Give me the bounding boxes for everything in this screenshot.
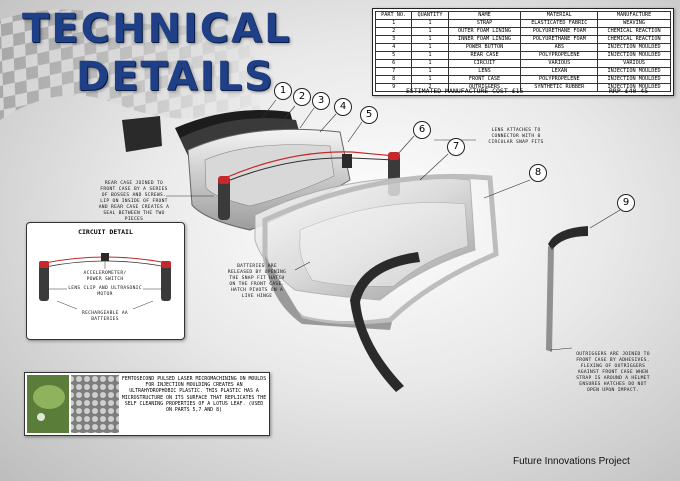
lotus-effect-panel: FEMTOSECOND PULSED LASER MICROMACHINING … bbox=[24, 372, 270, 436]
note-outriggers: OUTRIGGERS ARE JOINED TO FRONT CASE BY A… bbox=[576, 352, 650, 393]
checkered-flag-graphic bbox=[0, 9, 260, 120]
circuit-label-accelerometer: ACCELEROMETER/ POWER SWITCH bbox=[83, 271, 127, 282]
note-rear-case: REAR CASE JOINED TO FRONT CASE BY A SERI… bbox=[98, 181, 170, 222]
circuit-diagram bbox=[39, 253, 171, 310]
callout-6: 6 bbox=[413, 121, 431, 139]
callout-4: 4 bbox=[334, 98, 352, 116]
strap-part bbox=[122, 116, 162, 152]
callout-1: 1 bbox=[274, 82, 292, 100]
circuit-label-lens-clip: LENS CLIP AND ULTRASONIC MOTOR bbox=[68, 286, 142, 297]
callout-3: 3 bbox=[312, 92, 330, 110]
note-lens: LENS ATTACHES TO CONNECTOR WITH 8 CIRCUL… bbox=[488, 128, 544, 145]
outrigger-part bbox=[548, 226, 588, 250]
circuit-wire bbox=[224, 151, 396, 179]
title-line-1: TECHNICAL bbox=[22, 6, 292, 52]
callout-7: 7 bbox=[447, 138, 465, 156]
table-header-row: PART NO. QUANTITY NAME MATERIAL MANUFACT… bbox=[374, 11, 671, 20]
title-line-2: DETAILS bbox=[76, 54, 275, 100]
cell-manufacture: INJECTION MOULDED bbox=[597, 83, 671, 92]
lotus-microstructure-images bbox=[27, 375, 119, 433]
circuit-label-batteries: RECHARGEABLE AA BATTERIES bbox=[82, 311, 128, 322]
circuit-detail-panel: CIRCUIT DETAIL ACCELEROMETER/ POWER SWIT… bbox=[26, 222, 185, 340]
footer-project-name: Future Innovations Project bbox=[513, 456, 630, 467]
callout-2: 2 bbox=[293, 88, 311, 106]
parts-table: PART NO. QUANTITY NAME MATERIAL MANUFACT… bbox=[372, 8, 674, 96]
note-batteries: BATTERIES ARE RELEASED BY OPENING THE SN… bbox=[227, 264, 287, 299]
callout-5: 5 bbox=[360, 106, 378, 124]
lotus-description: FEMTOSECOND PULSED LASER MICROMACHINING … bbox=[121, 376, 267, 414]
power-button-part bbox=[342, 154, 352, 168]
callout-8: 8 bbox=[529, 164, 547, 182]
callout-9: 9 bbox=[617, 194, 635, 212]
outrigger-part bbox=[350, 252, 420, 392]
circuit-detail-title: CIRCUIT DETAIL bbox=[78, 228, 133, 236]
rrp-price: RRP £40-45 bbox=[609, 87, 649, 95]
estimated-cost: ESTIMATED MANUFACTURE COST £15 bbox=[406, 87, 524, 95]
circuit-battery-left bbox=[218, 176, 230, 220]
cell-quantity: 2 bbox=[411, 83, 449, 92]
cell-material: SYNTHETIC RUBBER bbox=[520, 83, 599, 92]
leader-lines bbox=[166, 99, 621, 351]
